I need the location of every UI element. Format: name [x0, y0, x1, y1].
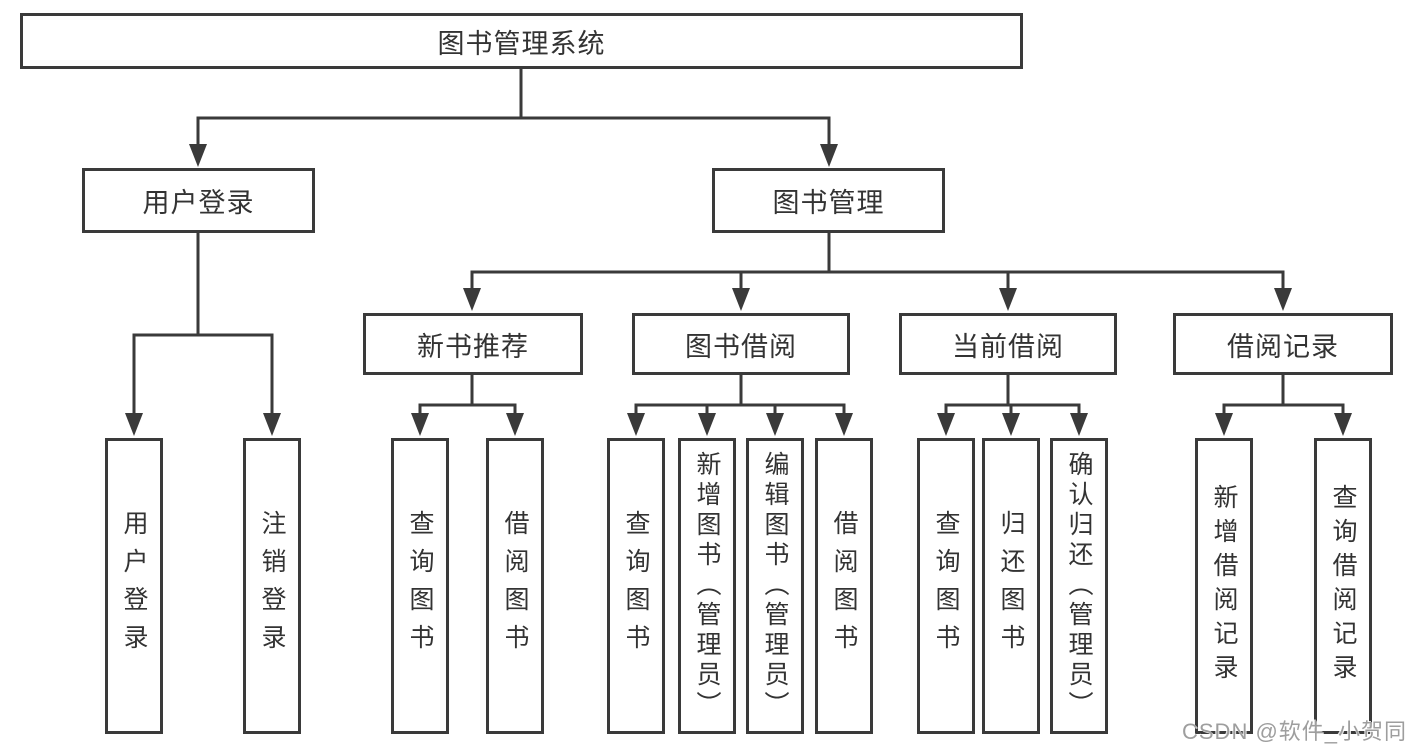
leaf-query-books-3: 查询图书 — [917, 438, 975, 734]
node-label: 新书推荐 — [417, 331, 529, 362]
leaf-borrow-books-1: 借阅图书 — [486, 438, 544, 734]
connector-current-borrowing-to-leaves — [937, 375, 1088, 436]
arrow-down-icon — [732, 288, 750, 311]
leaf-label: 编辑图书（管理员） — [761, 451, 789, 721]
arrow-down-icon — [411, 413, 429, 436]
arrow-down-icon — [698, 413, 716, 436]
leaf-logout: 注销登录 — [243, 438, 301, 734]
connector-line — [470, 233, 1285, 293]
leaf-borrow-books-2: 借阅图书 — [815, 438, 873, 734]
node-book-borrowing: 图书借阅 — [632, 313, 850, 375]
node-user-login: 用户登录 — [82, 168, 315, 233]
watermark-text: CSDN @软件_小贺同学 — [1182, 719, 1405, 744]
arrow-down-icon — [1274, 288, 1292, 311]
leaf-label: 查询图书 — [932, 510, 960, 662]
node-label: 图书管理 — [772, 188, 885, 218]
node-label: 当前借阅 — [952, 331, 1064, 362]
connector-line — [132, 233, 274, 420]
connector-user-login-to-leaves — [125, 233, 281, 436]
connector-line — [634, 375, 846, 420]
arrow-down-icon — [1334, 413, 1352, 436]
leaf-label: 新增图书（管理员） — [693, 451, 721, 721]
arrow-down-icon — [463, 288, 481, 311]
arrow-down-icon — [1002, 413, 1020, 436]
arrow-down-icon — [835, 413, 853, 436]
leaf-user-login: 用户登录 — [105, 438, 163, 734]
leaf-label: 查询图书 — [622, 510, 650, 662]
arrow-down-icon — [766, 413, 784, 436]
leaf-return-books: 归还图书 — [982, 438, 1040, 734]
leaf-query-books-2: 查询图书 — [607, 438, 665, 734]
node-label: 用户登录 — [142, 188, 255, 218]
leaf-label: 新增借阅记录 — [1210, 484, 1238, 688]
arrow-down-icon — [263, 413, 281, 436]
leaf-add-book-admin: 新增图书（管理员） — [678, 438, 736, 734]
leaf-label: 用户登录 — [120, 510, 148, 662]
leaf-query-books-1: 查询图书 — [391, 438, 449, 734]
node-book-management: 图书管理 — [712, 168, 945, 233]
arrow-down-icon — [189, 144, 207, 167]
arrow-down-icon — [1215, 413, 1233, 436]
leaf-confirm-return-admin: 确认归还（管理员） — [1050, 438, 1108, 734]
leaf-add-borrow-record: 新增借阅记录 — [1195, 438, 1253, 734]
arrow-down-icon — [1070, 413, 1088, 436]
node-new-book-recommendation: 新书推荐 — [363, 313, 583, 375]
node-label: 借阅记录 — [1227, 331, 1339, 362]
leaf-label: 借阅图书 — [501, 510, 529, 662]
leaf-label: 归还图书 — [997, 510, 1025, 662]
connector-root-to-branches — [189, 68, 838, 167]
arrow-down-icon — [627, 413, 645, 436]
leaf-query-borrow-record: 查询借阅记录 — [1314, 438, 1372, 734]
node-current-borrowing: 当前借阅 — [899, 313, 1117, 375]
node-library-management-system: 图书管理系统 — [20, 13, 1023, 69]
arrow-down-icon — [125, 413, 143, 436]
node-label: 图书借阅 — [685, 331, 797, 362]
arrow-down-icon — [999, 288, 1017, 311]
leaf-label: 确认归还（管理员） — [1065, 451, 1093, 721]
arrow-down-icon — [820, 144, 838, 167]
node-label: 图书管理系统 — [437, 28, 606, 59]
leaf-label: 查询图书 — [406, 510, 434, 662]
connector-borrowing-records-to-leaves — [1215, 375, 1352, 436]
connector-line — [1222, 375, 1345, 420]
connector-book-management-to-groups — [463, 233, 1292, 311]
leaf-edit-book-admin: 编辑图书（管理员） — [746, 438, 804, 734]
leaf-label: 借阅图书 — [830, 510, 858, 662]
connector-book-borrowing-to-leaves — [627, 375, 853, 436]
connector-line — [418, 375, 517, 420]
arrow-down-icon — [937, 413, 955, 436]
leaf-label: 注销登录 — [258, 510, 286, 662]
arrow-down-icon — [506, 413, 524, 436]
connector-line — [196, 68, 831, 147]
leaf-label: 查询借阅记录 — [1329, 484, 1357, 688]
connector-new-book-recommendation-to-leaves — [411, 375, 524, 436]
node-borrowing-records: 借阅记录 — [1173, 313, 1393, 375]
